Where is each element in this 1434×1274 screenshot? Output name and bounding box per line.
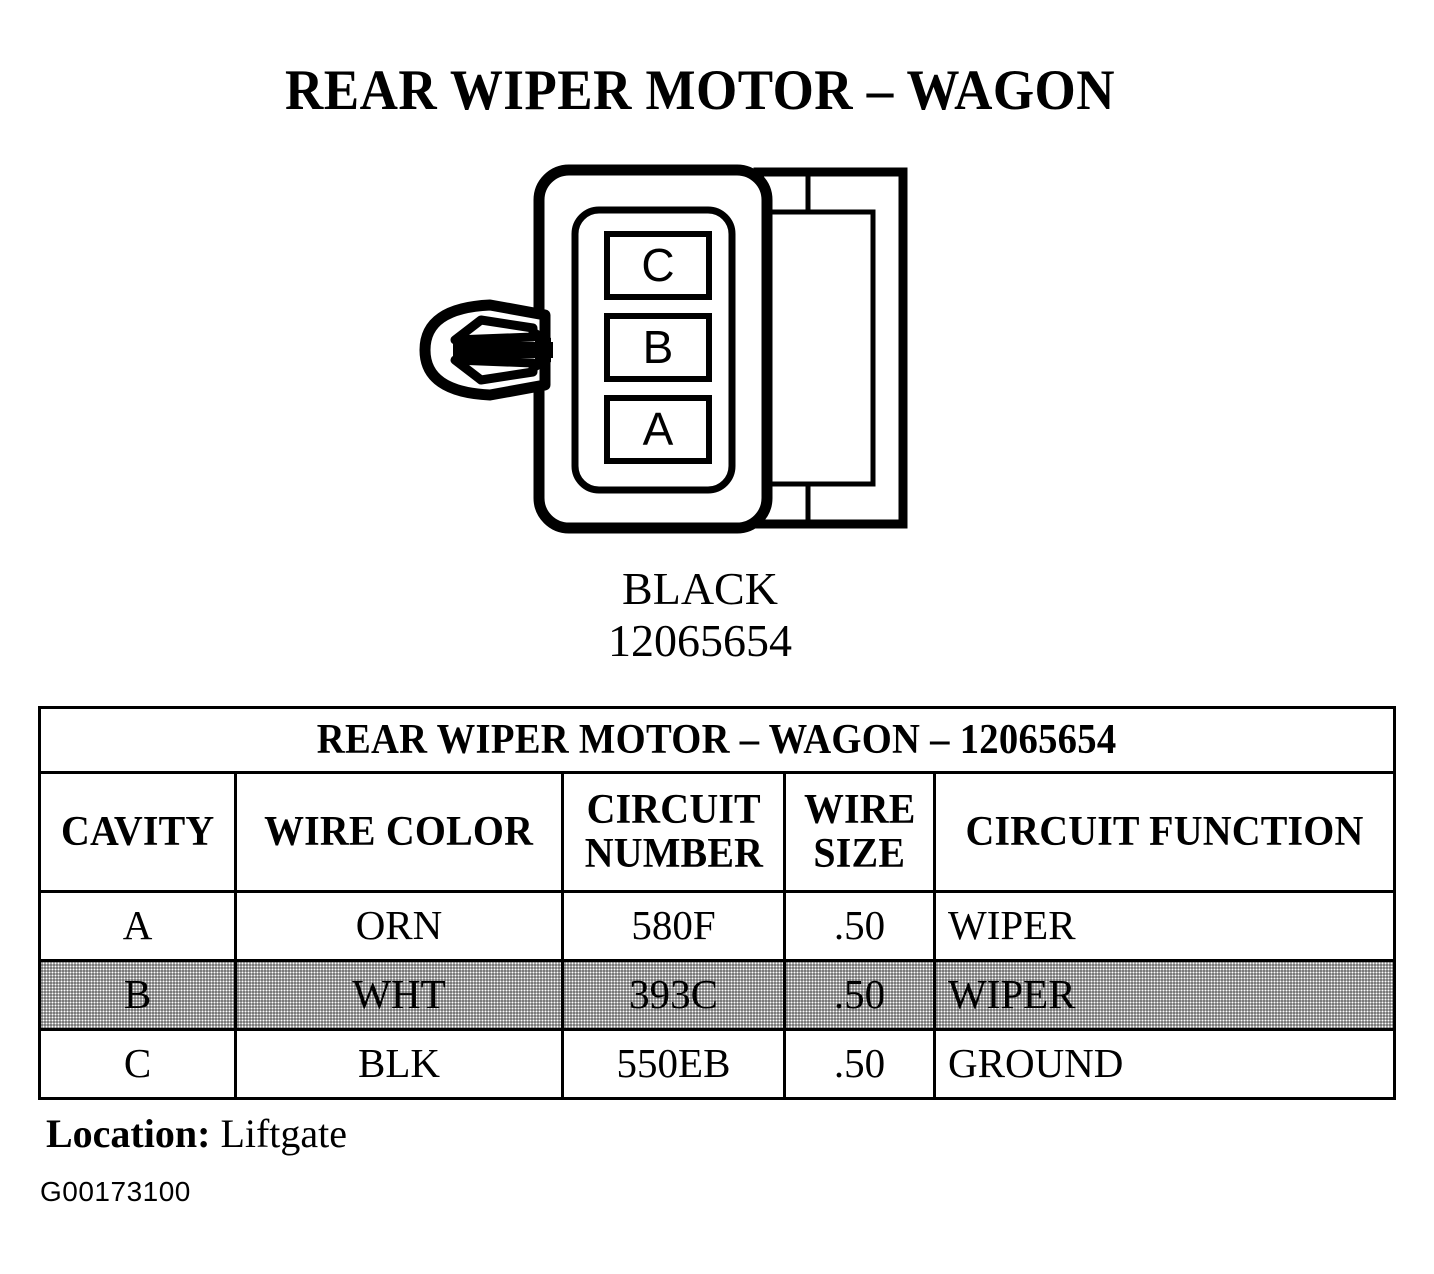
table-caption-row: REAR WIPER MOTOR – WAGON – 12065654	[37, 706, 1397, 774]
cell-wire-color: ORN	[234, 890, 564, 962]
figure-id: G00173100	[40, 1176, 191, 1207]
column-header-wire-size-line2: SIZE	[813, 831, 906, 877]
connector-caption: BLACK 12065654	[460, 566, 940, 664]
table-row: A ORN 580F .50 WIPER	[38, 890, 1397, 962]
table-row: C BLK 550EB .50 GROUND	[38, 1028, 1397, 1100]
column-header-cavity: CAVITY	[38, 771, 237, 893]
column-header-circuit-function: CIRCUIT FUNCTION	[932, 771, 1397, 893]
location-label: Location:	[46, 1111, 211, 1156]
column-header-wire-color: WIRE COLOR	[234, 771, 564, 893]
connector-color-label: BLACK	[622, 563, 778, 614]
cavity-box-a	[604, 395, 712, 464]
cell-wire-color: WHT	[234, 959, 564, 1031]
page-title: REAR WIPER MOTOR – WAGON	[285, 59, 1115, 122]
table-row: B WHT 393C .50 WIPER	[38, 959, 1397, 1031]
cell-cavity: B	[38, 959, 237, 1031]
location-value: Liftgate	[220, 1111, 348, 1156]
table-caption-text: REAR WIPER MOTOR – WAGON – 12065654	[317, 716, 1117, 763]
cell-circuit-function: WIPER	[932, 959, 1397, 1031]
cavity-label-c: C	[641, 239, 674, 291]
connector-part-number: 12065654	[608, 615, 792, 666]
cell-wire-size: .50	[783, 890, 936, 962]
cavity-box-c	[604, 231, 712, 300]
cell-circuit-number: 580F	[561, 890, 786, 962]
cell-wire-color: BLK	[234, 1028, 564, 1100]
cavity-label-a: A	[643, 403, 674, 455]
cell-circuit-number: 550EB	[561, 1028, 786, 1100]
cavity-boxes	[604, 231, 712, 464]
table-header-row: CAVITY WIRE COLOR CIRCUIT NUMBER WIRE SI…	[38, 771, 1397, 893]
cell-circuit-function: GROUND	[932, 1028, 1397, 1100]
cell-wire-size: .50	[783, 1028, 936, 1100]
column-header-wire-size-line1: WIRE	[803, 786, 916, 833]
column-header-wire-color-line1: WIRE COLOR	[264, 808, 534, 855]
pinout-table: REAR WIPER MOTOR – WAGON – 12065654 CAVI…	[37, 706, 1397, 1100]
release-tab-arrow-icon	[419, 299, 553, 401]
cavity-label-b: B	[643, 321, 674, 373]
column-header-circuit-function-line1: CIRCUIT FUNCTION	[965, 808, 1364, 855]
location-line: Location: Liftgate	[46, 1110, 347, 1157]
column-header-circuit-number-line2: NUMBER	[584, 831, 763, 877]
cell-cavity: C	[38, 1028, 237, 1100]
cell-wire-size: .50	[783, 959, 936, 1031]
cell-circuit-number: 393C	[561, 959, 786, 1031]
column-header-circuit-number-line1: CIRCUIT	[586, 786, 761, 833]
column-header-wire-size: WIRE SIZE	[783, 771, 936, 893]
column-header-circuit-number: CIRCUIT NUMBER	[561, 771, 786, 893]
column-header-cavity-line1: CAVITY	[60, 808, 215, 855]
cell-cavity: A	[38, 890, 237, 962]
connector-diagram: C B A	[415, 160, 925, 550]
table-caption-cell: REAR WIPER MOTOR – WAGON – 12065654	[37, 706, 1397, 774]
cavity-box-b	[604, 313, 712, 382]
connector-back-shell	[753, 167, 908, 529]
cell-circuit-function: WIPER	[932, 890, 1397, 962]
